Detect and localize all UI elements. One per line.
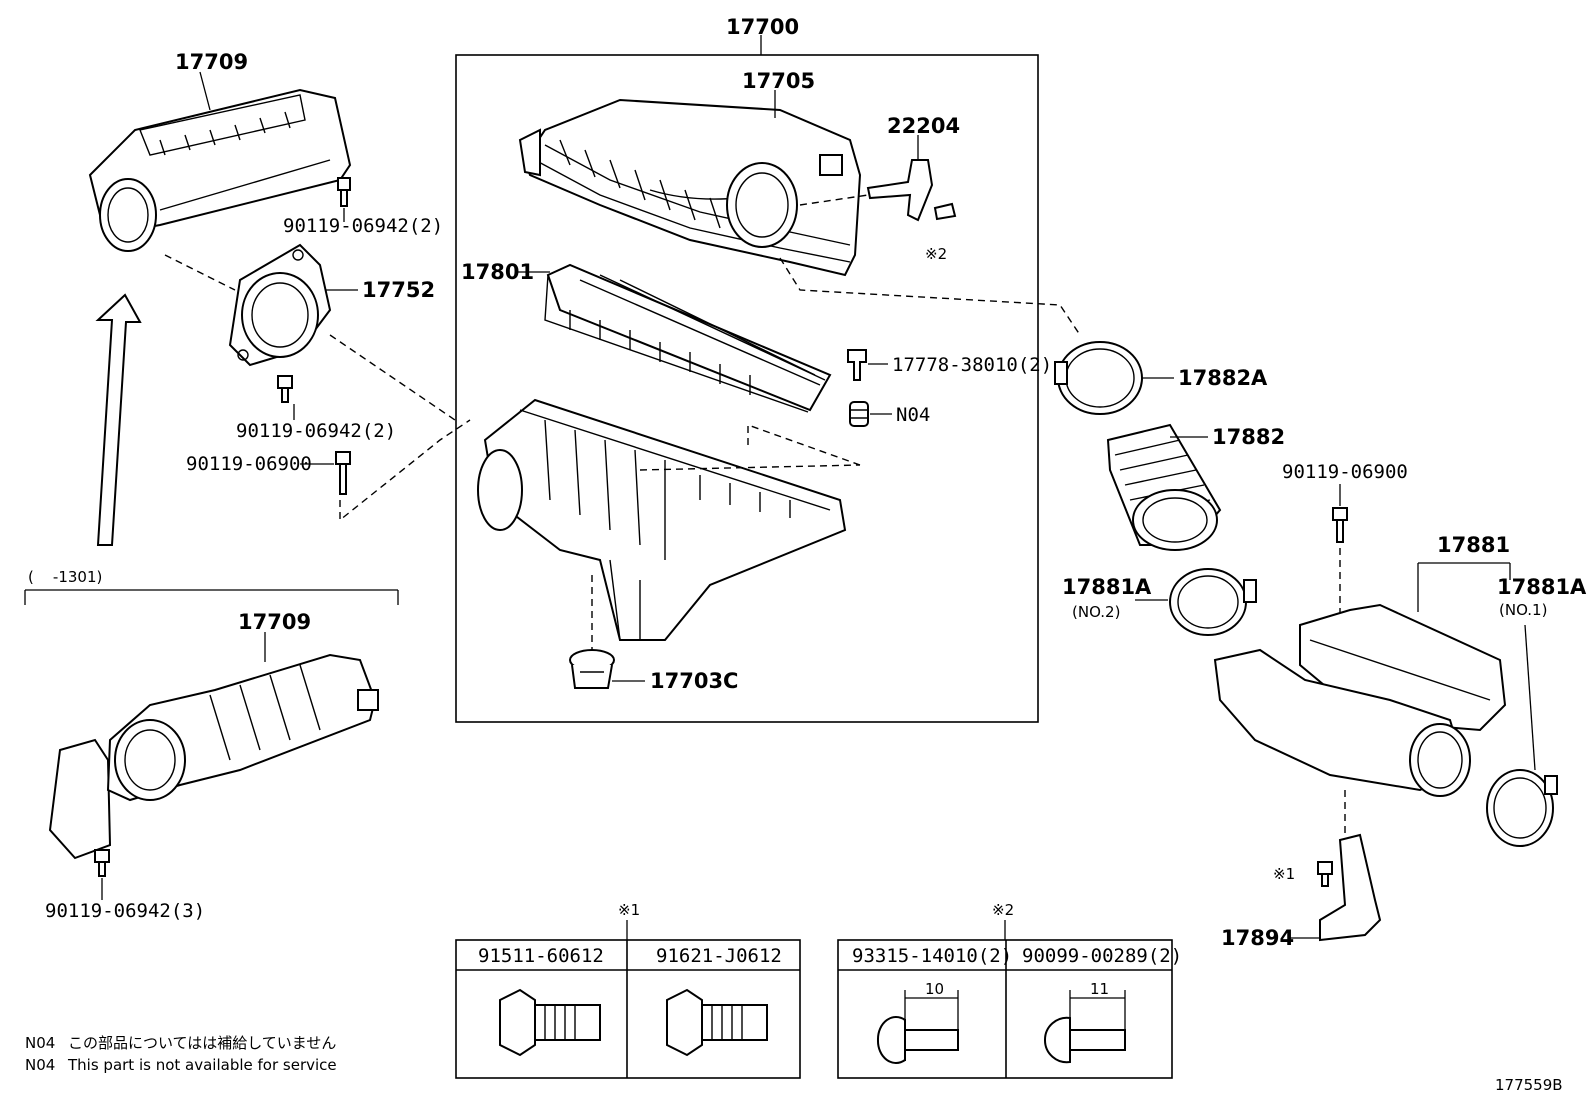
screw-90099-00289-drawing	[1043, 990, 1126, 1064]
label-17705: 17705	[742, 69, 815, 93]
table-ref2: ※2 93315-14010(2) 90099-00289(2) 10 11	[837, 901, 1182, 1079]
ref-mark-1-right: ※1	[1273, 865, 1295, 883]
label-90119-06942-2b: 90119-06942(2)	[236, 420, 396, 442]
bolt-90119-06900-right	[1332, 507, 1348, 543]
label-17881A-no1: 17881A	[1497, 575, 1587, 599]
note-line2-code: N04	[25, 1056, 55, 1074]
bracket-17894	[1319, 833, 1382, 942]
table2-dim2: 11	[1090, 980, 1109, 998]
cushion-N04	[849, 401, 869, 427]
grommet-17778	[847, 349, 867, 381]
label-17881A-no2-sub: (NO.2)	[1072, 603, 1120, 621]
clamp-17881A-no2	[1169, 568, 1257, 636]
table1-marker: ※1	[618, 901, 640, 919]
label-17881: 17881	[1437, 533, 1510, 557]
label-17881A-no1-sub: (NO.1)	[1499, 601, 1547, 619]
clamp-17881A-no1	[1486, 769, 1558, 847]
bolt-90119-06942-c	[94, 849, 110, 877]
table2-dim1: 10	[925, 980, 944, 998]
bolt-ref1	[1317, 861, 1333, 887]
table1-col2: 91621-J0612	[656, 945, 782, 967]
table2-col2: 90099-00289(2)	[1022, 945, 1182, 967]
label-17894: 17894	[1221, 926, 1294, 950]
label-N04: N04	[896, 404, 930, 426]
range-note: ( -1301)	[28, 568, 102, 586]
air-cleaner-cap-17705	[518, 98, 862, 277]
ref-mark-2-near-22204: ※2	[925, 245, 947, 263]
label-17801: 17801	[461, 260, 534, 284]
bolt-90119-06942-b	[277, 375, 293, 403]
label-17752: 17752	[362, 278, 435, 302]
air-filter-element-17801	[544, 263, 832, 413]
table1-col1: 91511-60612	[478, 945, 604, 967]
bolt-90119-06900-left	[335, 451, 351, 495]
assembly-17700-box	[455, 54, 1039, 723]
label-90119-06942-3: 90119-06942(3)	[45, 900, 205, 922]
bolt-91621-J0612-drawing	[666, 988, 768, 1057]
label-17881A-no2: 17881A	[1062, 575, 1152, 599]
label-17700: 17700	[726, 15, 799, 39]
table2-marker: ※2	[992, 901, 1014, 919]
label-90119-06900-left: 90119-06900	[186, 453, 312, 475]
label-22204: 22204	[887, 114, 960, 138]
adapter-17752	[228, 243, 332, 367]
label-90119-06900-right: 90119-06900	[1282, 461, 1408, 483]
label-17882A: 17882A	[1178, 366, 1268, 390]
screw-93315-14010-drawing	[876, 990, 959, 1064]
intake-duct-17709-top	[88, 88, 352, 252]
air-cleaner-case-lower	[477, 398, 847, 641]
bolt-90119-06942-a	[337, 177, 351, 207]
note-line2-text: This part is not available for service	[67, 1056, 337, 1074]
table-ref1: ※1 91511-60612 91621-J0612	[455, 901, 801, 1079]
bolt-91511-60612-drawing	[499, 988, 601, 1057]
direction-arrow	[95, 293, 142, 546]
clamp-17882A	[1054, 341, 1143, 415]
hose-17882	[1106, 423, 1222, 551]
figure-id: 177559B	[1495, 1076, 1563, 1094]
label-17709-top: 17709	[175, 50, 248, 74]
table2-col1: 93315-14010(2)	[852, 945, 1012, 967]
drain-valve-17703C	[569, 649, 615, 689]
label-17778: 17778-38010(2)	[892, 354, 1052, 376]
label-17882: 17882	[1212, 425, 1285, 449]
note-line1-text: この部品についてはは補給していません	[68, 1034, 336, 1052]
note-line1-code: N04	[25, 1034, 55, 1052]
intake-duct-17881	[1213, 603, 1507, 797]
intake-duct-17709-bottom	[48, 653, 379, 860]
label-17703C: 17703C	[650, 669, 738, 693]
label-17709-bottom: 17709	[238, 610, 311, 634]
label-90119-06942-2a: 90119-06942(2)	[283, 215, 443, 237]
mass-air-flow-meter-22204	[866, 159, 957, 222]
